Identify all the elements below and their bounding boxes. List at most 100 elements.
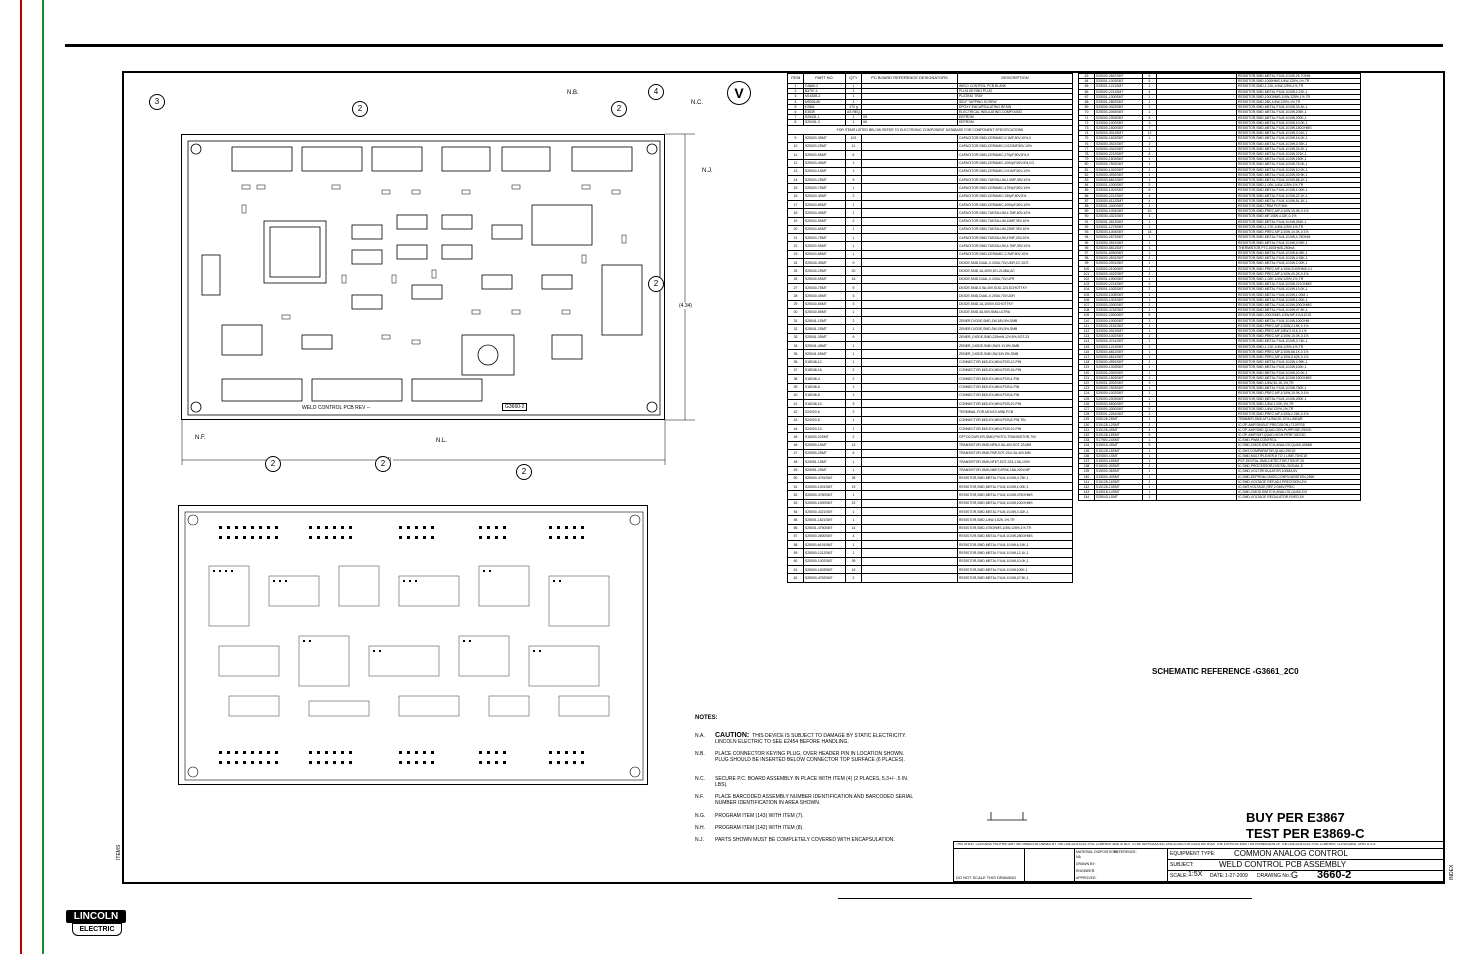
- bom-quantity: 1: [845, 490, 862, 500]
- bom-description: CAPACITOR,SMD,TANTALUM,22MF,35V,10%: [957, 224, 1073, 235]
- bom-item-number: 35: [787, 349, 804, 359]
- bom-item-number: 15: [787, 183, 804, 193]
- bom-item-number: 52: [787, 490, 804, 500]
- bom-description: RESISTOR,SMD,1.21K,1/4W,125%,1%,TR: [1236, 83, 1361, 90]
- bom-description: IC,SMD,MULTIPLEXER,8 TO 1 LINE,74HC15: [1236, 452, 1361, 460]
- bom-header-item: ITEM: [787, 73, 804, 84]
- bom-designators: [861, 258, 958, 268]
- bom-part-number: S25041-3SMT: [803, 332, 846, 343]
- bom-quantity: 5: [845, 175, 862, 185]
- bom-description: CAPACITOR,SMD,CERAMIC,4700pF,50V,10%: [957, 183, 1073, 193]
- bom-designators: [861, 183, 958, 193]
- bom-part-number: S25040-7SMT: [803, 282, 846, 293]
- bom-description: CAPACITOR,SMD,CERAMIC,270pF,50V,5%,X: [957, 150, 1073, 160]
- bom-part-number: S25024-1SMT: [803, 166, 846, 177]
- scale-value: 1:5X: [1188, 871, 1203, 878]
- bom-description: ZENER_DIODE,SMD,3W,5.1V,5%,SMB: [957, 341, 1073, 351]
- pcb-bottom-artwork: [184, 511, 644, 781]
- logo-line2: ELECTRIC: [72, 923, 122, 936]
- bom-description: RESISTOR,SMD,28K,1/4W,125%,1%,TR: [1236, 98, 1361, 106]
- bom-part-number: S25040-3SMT: [803, 258, 846, 268]
- drawing-prefix: G: [1291, 870, 1299, 880]
- bom-description: RESISTOR,SMD,METAL FILM,1/10W,68.1K,1: [1236, 177, 1361, 184]
- bom-quantity: 1: [845, 199, 862, 210]
- bom-part-number: S24020-6: [803, 407, 846, 417]
- bom-designators: [861, 556, 958, 567]
- bom-description: CONNECTOR,MOLEX,MINI,PCB,8-PIN: [957, 390, 1073, 401]
- bom-part-number: S18248-10: [803, 399, 846, 409]
- bom-part-number: S25000-1002SMT: [803, 556, 846, 567]
- bom-item-number: 25: [787, 266, 804, 276]
- bom-quantity: 2: [845, 191, 862, 202]
- bom-designators: [861, 490, 958, 500]
- bom-designators: [861, 523, 958, 533]
- bom-part-number: S25000-1003SMT: [803, 565, 846, 575]
- title-block: THIS SHEET CONTAINS PROPRIETARY INFORMAT…: [953, 841, 1445, 882]
- bom-designators: [861, 457, 958, 467]
- bom-designators: [861, 448, 958, 459]
- footer-rule: [838, 898, 1252, 899]
- bom-description: RESISTOR,SMD,METAL FILM,1/10W,280OHMS: [957, 531, 1073, 542]
- bom-description: DIODE,SMD,3A,50V,SMA,ULTRA: [957, 307, 1073, 318]
- bom-description: RESISTOR,SMD,METAL FILM,1/10W,10.0K,1: [1236, 119, 1361, 127]
- bom-description: IC,OP-AMP,SINGLE,PRECISION,LT1097S8: [1236, 421, 1361, 428]
- bom-quantity: 39: [845, 556, 862, 567]
- bom-description: RESISTOR,SMD,METAL FILM,1/10W,3.92K,1: [1236, 140, 1361, 147]
- bom-part-number: S25000-4751SMT: [803, 473, 846, 484]
- reference-label: REFERENCE:: [1114, 850, 1137, 854]
- note-label: N.G.: [695, 813, 706, 819]
- bom-item-number: 50: [787, 473, 804, 484]
- bom-description: RESISTOR,SMD,PREC,MF,1/10W,5.62K,0.1%: [1236, 353, 1361, 361]
- bom-description: RESISTOR,SMD,METAL FILM,1/10W,75.0K,1: [1236, 161, 1361, 168]
- bom-description: RESISTOR,SMD,METAL FILM,1/10W,1.00M,1: [1236, 291, 1361, 298]
- note-label: N.B.: [695, 751, 705, 757]
- bom-item-number: 62: [787, 573, 804, 583]
- bom-part-number: S25041-4SMT: [803, 341, 846, 351]
- bom-quantity: 2: [845, 407, 862, 417]
- bom-description: RESISTOR,SMD,METAL FILM,1/10W,22.1K,1: [1236, 192, 1361, 199]
- bom-designators: [861, 415, 958, 426]
- note-label: N.F.: [695, 794, 704, 800]
- bom-designators: [861, 282, 958, 293]
- bom-part-number: S25041-5SMT: [803, 349, 846, 359]
- bom-item-number: 36: [787, 357, 804, 367]
- bom-designators: [861, 515, 958, 525]
- bom-quantity: 1: [845, 208, 862, 218]
- bom-part-number: S18248-6: [803, 382, 846, 392]
- drawing-number: 3660-2: [1317, 869, 1352, 881]
- bom-item-number: 55: [787, 515, 804, 525]
- bom-item-number: 9: [787, 133, 804, 143]
- bom-description: RESISTOR,SMD,METAL FILM,1/10W,100K,1: [1236, 364, 1361, 371]
- bom-item-number: 17: [787, 199, 804, 210]
- note-label: N.J.: [695, 837, 704, 843]
- bom-part-number: S25020-7SMT: [803, 183, 846, 193]
- bom-description: RESISTOR,SMD,METAL FILM,1/10W,26.7OHM: [1236, 72, 1361, 80]
- bom-part-number: S25024-5SMT: [803, 216, 846, 226]
- approved-label: APPROVED:: [1076, 876, 1097, 880]
- note-label: N.H.: [695, 825, 705, 831]
- bom-item-number: 13: [787, 166, 804, 177]
- note-text-wrapper: PROGRAM ITEM (143) WITH ITEM (7).: [715, 813, 915, 819]
- bom-designators: [861, 382, 958, 392]
- label-nc: N.C.: [691, 100, 703, 106]
- bom-item-number: 49: [787, 465, 804, 475]
- bom-part-number: S25040-4SMT: [803, 291, 846, 301]
- bom-part-number: S25000-4750SMT: [803, 490, 846, 500]
